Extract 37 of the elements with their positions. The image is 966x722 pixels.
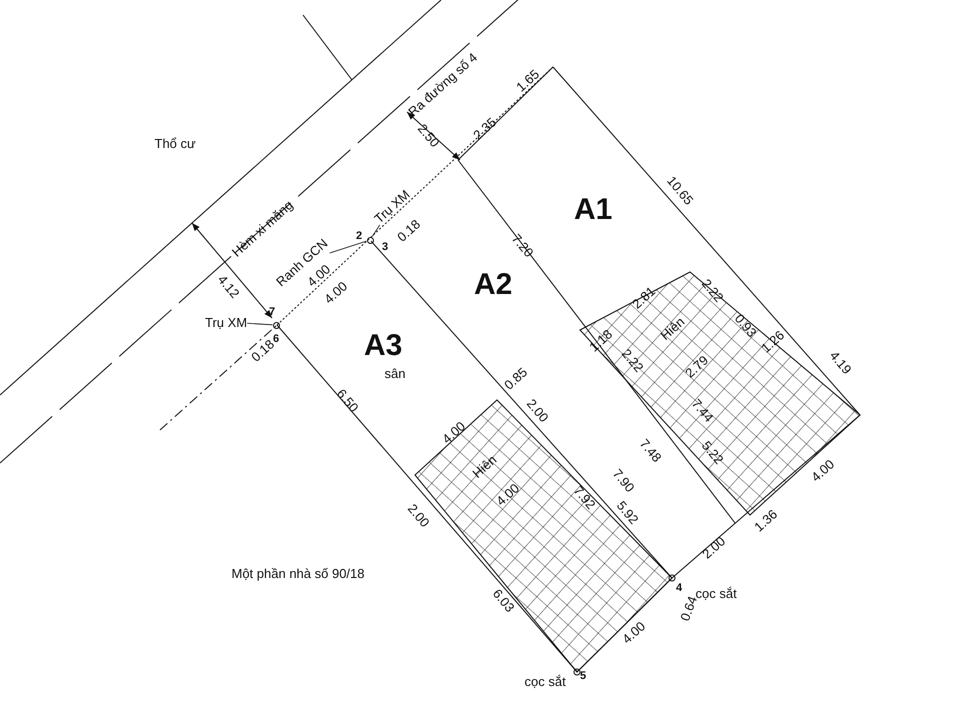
plot-name: A3 [364,331,402,361]
dimension-label: 2.50 [415,121,442,149]
point-number: 6 [273,334,280,344]
point-number: 4 [676,582,682,594]
area-note: Thổ cư [154,136,196,150]
plot-name: A2 [474,270,512,300]
leader-line [372,224,380,237]
area-note: Một phần nhà số 90/18 [232,566,364,580]
dimension-label: 2.00 [405,501,432,529]
callout-text: Trụ XM [205,316,248,328]
dimension-label: 2.00 [524,396,550,424]
dimension-label: 4.12 [215,272,242,300]
dimension-label: 0.85 [501,364,529,392]
dimension-label: 4.00 [619,618,647,646]
dimension-label: 1.36 [751,506,779,534]
dimension-label: 4.00 [493,480,521,508]
survey-point-marker [366,236,374,244]
dimension-label: 4.19 [827,348,854,376]
area-note: sân [384,366,406,380]
area-note: cọc sắt [524,674,566,688]
dimension-label: 4.00 [808,456,836,484]
plot-name: A1 [574,195,612,225]
point-number: 2 [356,230,362,242]
leader-line [246,322,273,326]
dimension-label: 1.26 [758,328,786,354]
dimension-label: Hiên [470,452,498,480]
dimension-label: 1.65 [513,66,541,94]
point-number: 5 [580,670,586,682]
area-note: cọc sắt [696,586,737,600]
dimension-label: Hiên [658,314,686,342]
dimension-label: 4.00 [439,418,467,446]
dimension-label: 2.79 [682,352,710,380]
point-number: 7 [269,306,276,318]
point-number: 3 [382,242,388,252]
leader-line [329,240,367,254]
survey-point-marker [272,322,280,328]
dimension-label: 1.18 [586,326,614,354]
